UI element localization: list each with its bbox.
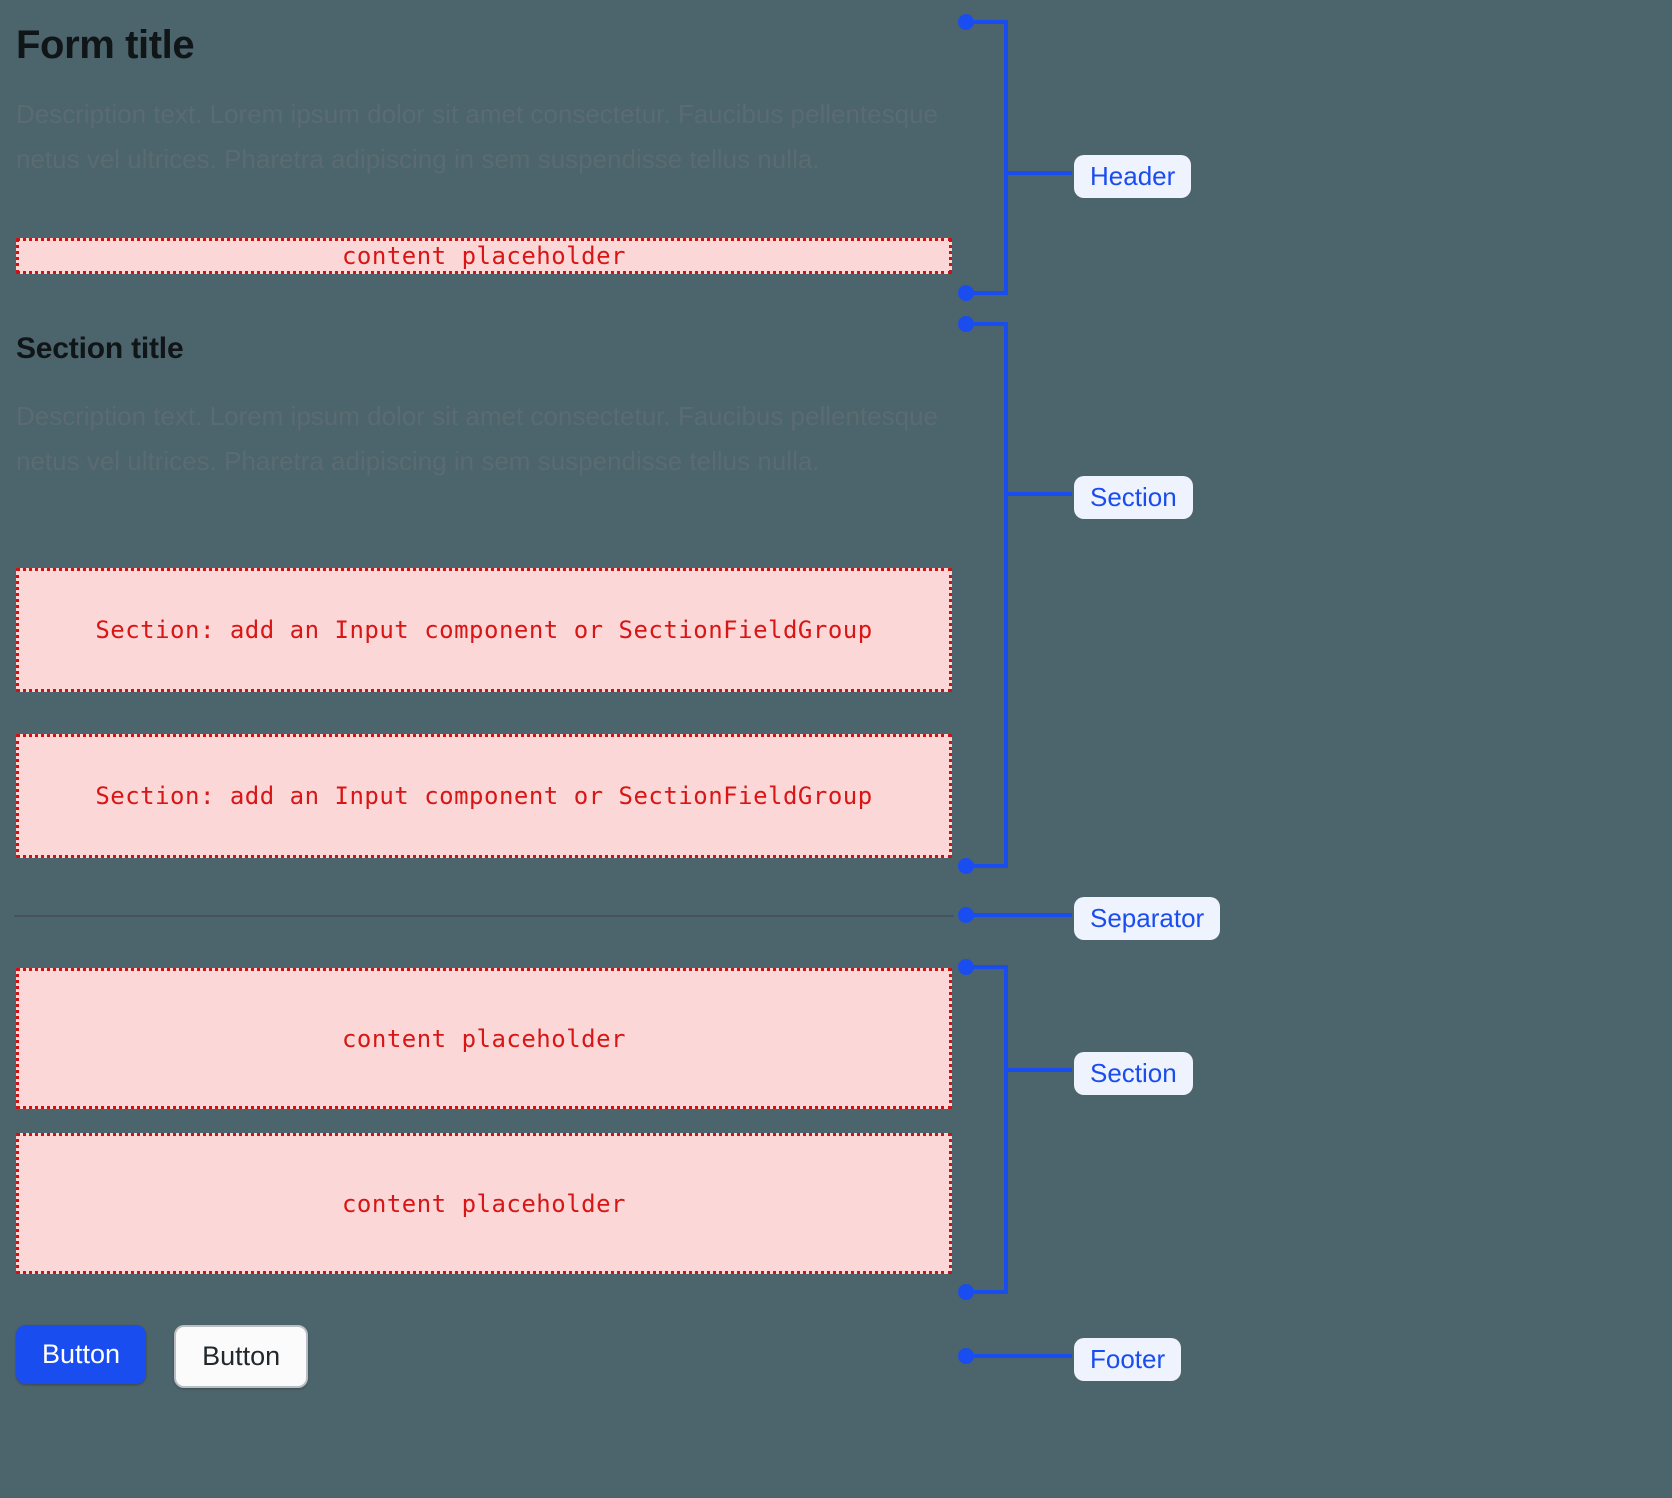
annotation-label-footer[interactable]: Footer <box>1074 1338 1182 1382</box>
header-content-placeholder: content placeholder <box>16 238 952 274</box>
section-content-placeholder-2: content placeholder <box>16 1133 952 1274</box>
annotation-label-header[interactable]: Header <box>1074 155 1192 199</box>
section-field-placeholder-2: Section: add an Input component or Secti… <box>16 734 952 858</box>
primary-button[interactable]: Button <box>16 1325 147 1385</box>
annotation-label-separator[interactable]: Separator <box>1074 897 1221 941</box>
annotation-label-section-lower[interactable]: Section <box>1074 1052 1193 1096</box>
section-field-placeholder-1: Section: add an Input component or Secti… <box>16 568 952 692</box>
separator <box>14 915 954 917</box>
annotation-label-section-upper[interactable]: Section <box>1074 476 1193 520</box>
footer-actions: Button Button <box>16 1325 309 1389</box>
form-root: Form title Description text. Lorem ipsum… <box>14 23 954 1389</box>
section-title: Section title <box>16 332 184 365</box>
section-description: Description text. Lorem ipsum dolor sit … <box>16 401 939 476</box>
page-title: Form title <box>16 23 195 67</box>
section-content-placeholder-1: content placeholder <box>16 968 952 1109</box>
header-description: Description text. Lorem ipsum dolor sit … <box>16 99 939 174</box>
secondary-button[interactable]: Button <box>174 1325 309 1389</box>
